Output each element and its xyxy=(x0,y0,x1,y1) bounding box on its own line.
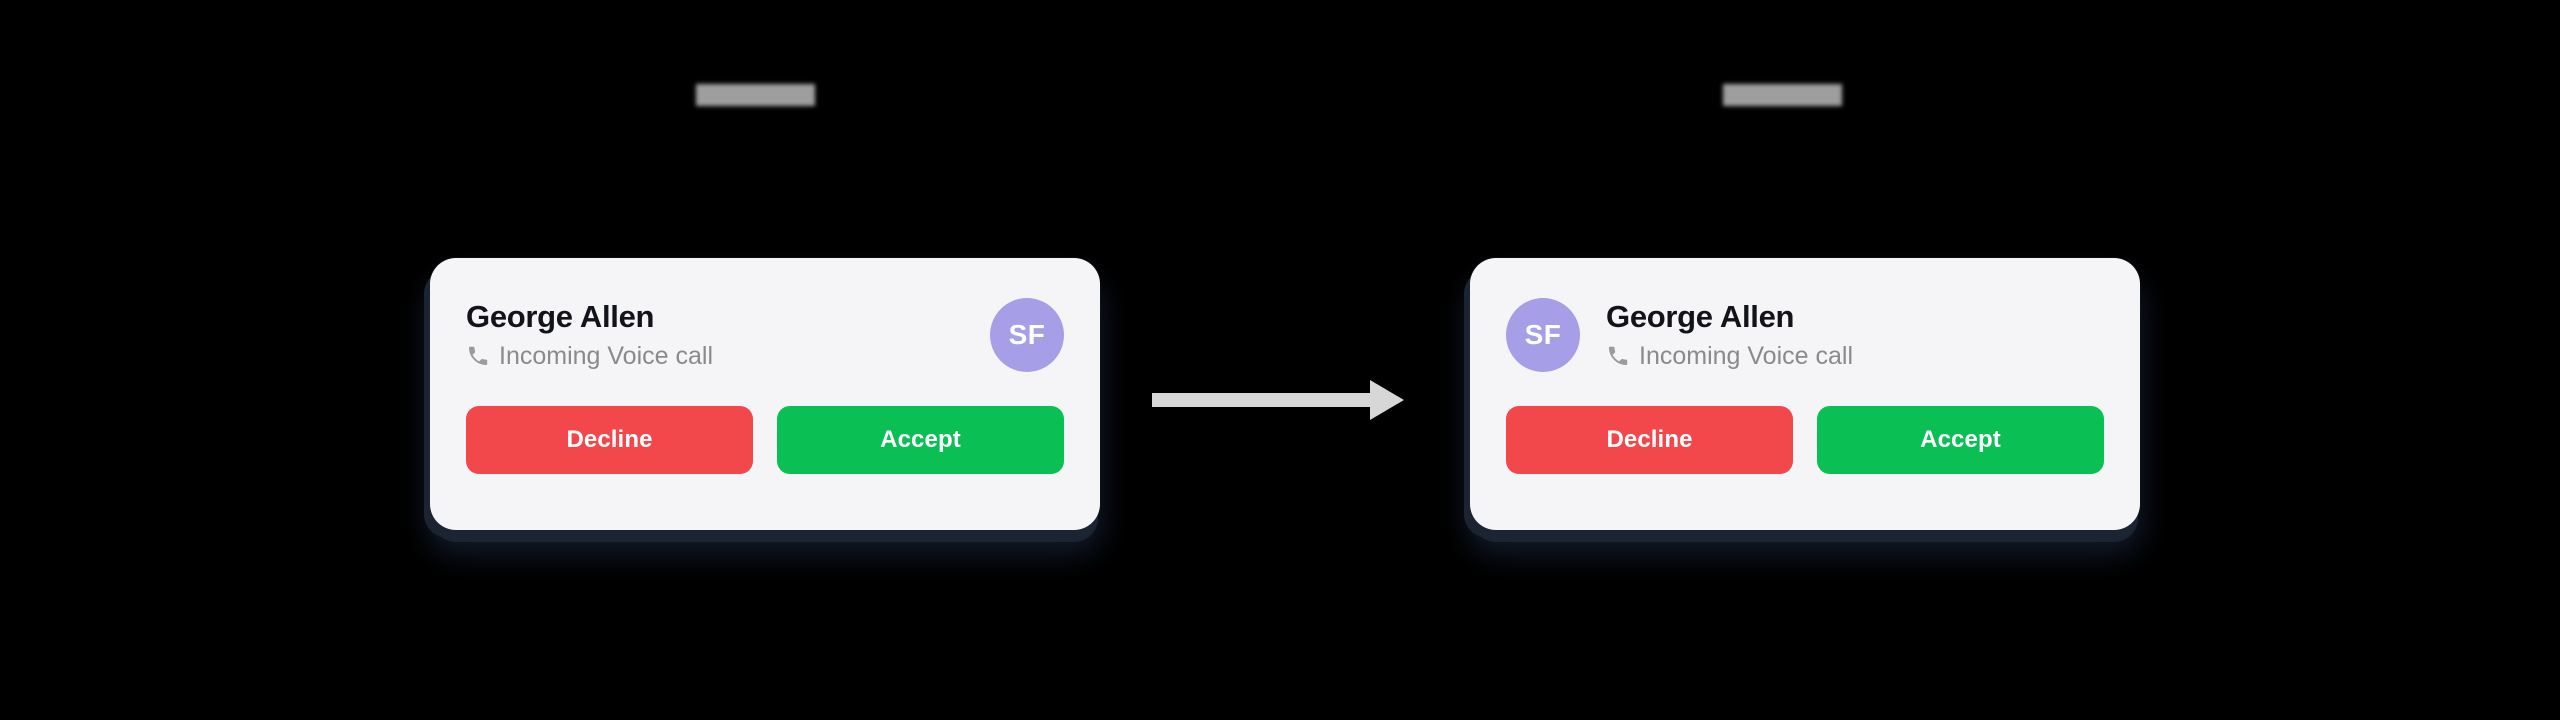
avatar: SF xyxy=(990,298,1064,372)
call-actions: Decline Accept xyxy=(466,406,1064,474)
incoming-call-card-after: SF George Allen Incoming Voice call Decl… xyxy=(1470,258,2140,530)
call-status-row: Incoming Voice call xyxy=(1606,341,1854,370)
caption-right-redacted: Redacted xyxy=(1723,84,1843,109)
avatar: SF xyxy=(1506,298,1580,372)
call-status-row: Incoming Voice call xyxy=(466,341,714,370)
call-card-header: SF George Allen Incoming Voice call xyxy=(1506,292,2104,378)
decline-button[interactable]: Decline xyxy=(466,406,753,474)
accept-button[interactable]: Accept xyxy=(1817,406,2104,474)
accept-button[interactable]: Accept xyxy=(777,406,1064,474)
call-status-text: Incoming Voice call xyxy=(499,341,714,370)
call-status-text: Incoming Voice call xyxy=(1639,341,1854,370)
caller-name: George Allen xyxy=(466,299,655,335)
call-card-header: George Allen Incoming Voice call SF xyxy=(466,292,1064,378)
caption-right-text: Redacted xyxy=(1723,84,1843,106)
caller-info: George Allen Incoming Voice call xyxy=(466,301,713,369)
call-actions: Decline Accept xyxy=(1506,406,2104,474)
arrow-right-icon xyxy=(1152,377,1408,423)
caller-info: George Allen Incoming Voice call xyxy=(1606,301,1853,369)
caller-name: George Allen xyxy=(1606,299,1795,335)
caption-left-redacted: Redacted xyxy=(696,84,816,109)
phone-icon xyxy=(466,344,490,368)
phone-icon xyxy=(1606,344,1630,368)
caption-left-text: Redacted xyxy=(696,84,816,106)
decline-button[interactable]: Decline xyxy=(1506,406,1793,474)
incoming-call-card-before: George Allen Incoming Voice call SF Decl… xyxy=(430,258,1100,530)
